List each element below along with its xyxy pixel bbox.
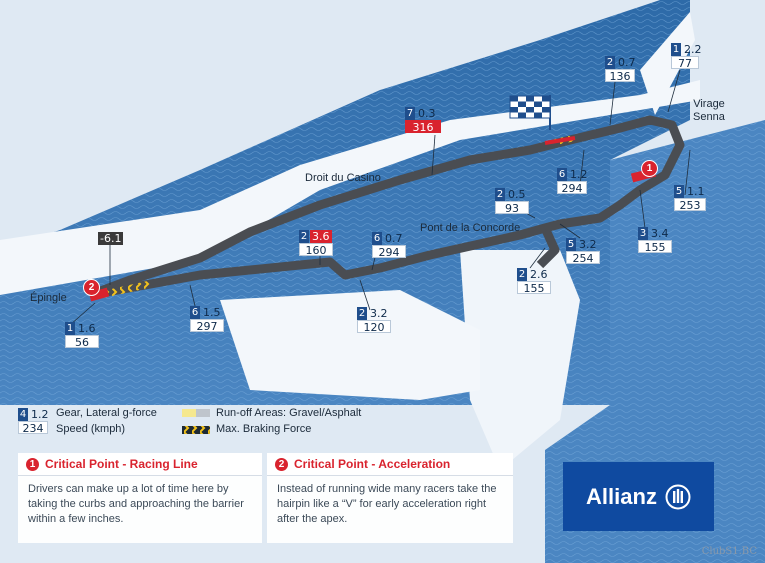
allianz-logo: Allianz xyxy=(563,462,714,531)
critical-point-2-marker: 2 xyxy=(83,279,100,296)
panel-body: Drivers can make up a lot of time here b… xyxy=(28,483,244,525)
circuit-track-north xyxy=(88,115,685,300)
critical-segment-2 xyxy=(88,287,110,302)
legend-runoff-text: Run-off Areas: Gravel/Asphalt xyxy=(216,407,362,419)
legend-braking-text: Max. Braking Force xyxy=(216,423,312,435)
critical-point-1-marker: 1 xyxy=(641,160,658,177)
legend-gear-text: Gear, Lateral g-force xyxy=(56,407,157,419)
island-lower xyxy=(220,290,480,400)
label-droit-du-casino: Droit du Casino xyxy=(305,172,381,184)
allianz-eagle-icon xyxy=(665,484,691,509)
label-epingle: Épingle xyxy=(30,292,67,304)
watermark: ClubS1.BC xyxy=(701,546,757,557)
legend-runoff-swatch xyxy=(182,409,210,417)
circuit-track-south xyxy=(89,223,560,300)
panel-body: Instead of running wide many racers take… xyxy=(277,483,497,525)
label-pont-de-la-concorde: Pont de la Concorde xyxy=(420,222,521,234)
island-main xyxy=(0,80,700,295)
island-south xyxy=(460,250,580,470)
legend-speed-text: Speed (kmph) xyxy=(56,423,126,435)
label-virage-senna: Virage Senna xyxy=(693,98,725,123)
